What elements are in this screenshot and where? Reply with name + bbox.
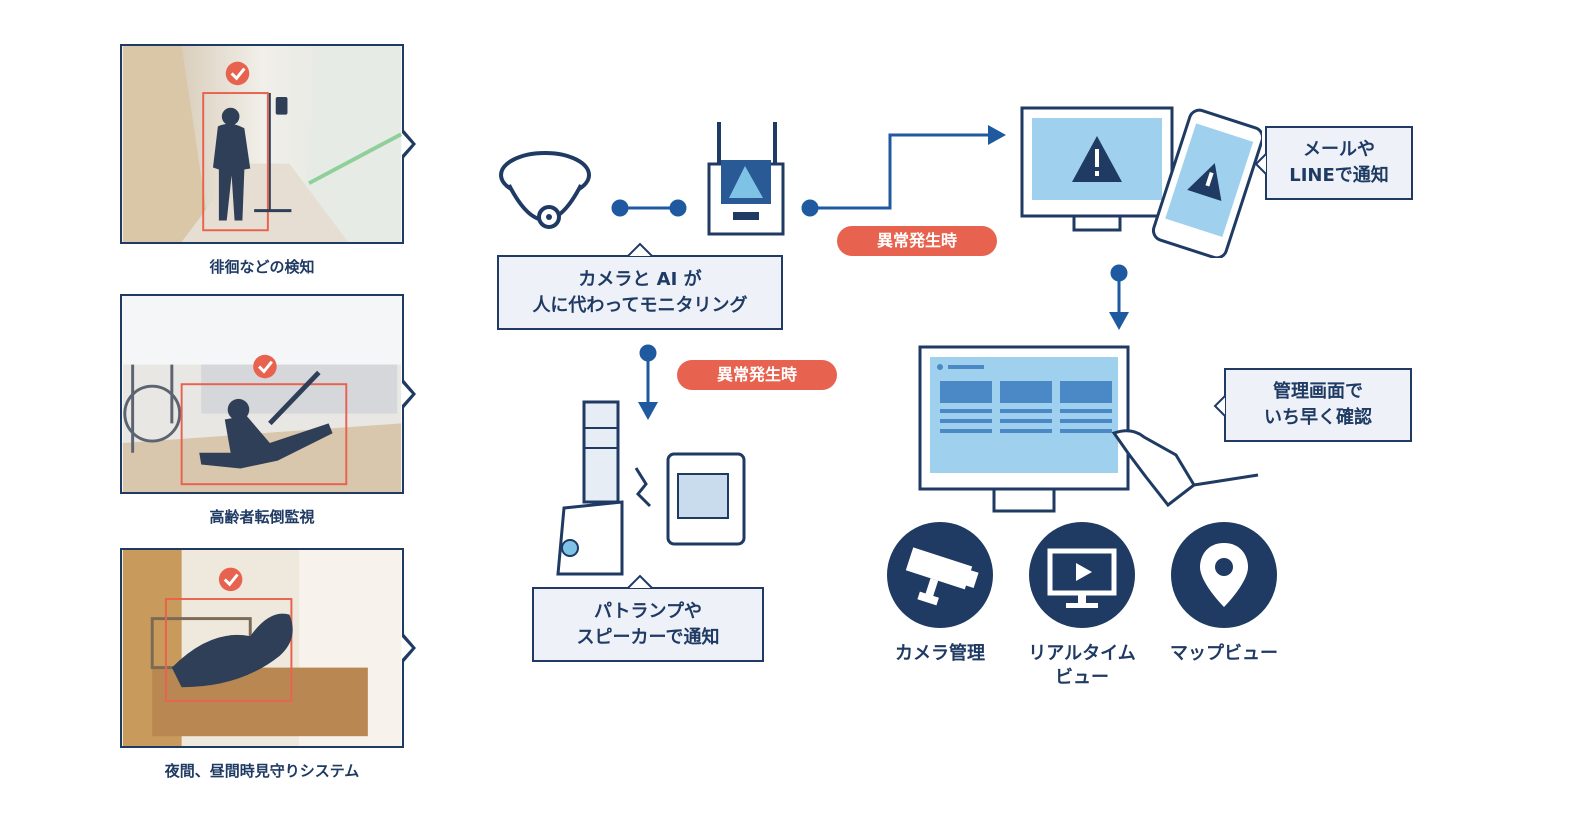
photo-caption: 徘徊などの検知 — [209, 258, 315, 276]
map-view-icon[interactable] — [1170, 521, 1278, 629]
photo-pointer — [402, 130, 416, 158]
camera-box-line2: 人に代わってモニタリング — [532, 294, 748, 316]
monitor-phone-alert-icon — [1020, 106, 1262, 258]
photo-caption: 夜間、昼間時見守りシステム — [164, 762, 360, 780]
camera-box-line1: カメラと AI が — [578, 268, 702, 290]
feature-label-map-view: マップビュー — [1170, 643, 1278, 664]
photo-pointer — [402, 634, 416, 662]
admin-screen-box: 管理画面で いち早く確認 — [1224, 368, 1412, 442]
admin-box-line1: 管理画面で — [1273, 381, 1363, 402]
mail-line-notify-box: メールや LINEで通知 — [1265, 126, 1413, 200]
patlamp-box-line1: パトランプや — [594, 600, 702, 622]
feature-label-realtime-view: リアルタイム ビュー — [1028, 643, 1136, 688]
feature-label-camera-management: カメラ管理 — [895, 643, 985, 664]
alert-badge-left: 異常発生時 — [677, 360, 837, 390]
patlamp-speaker-icon — [556, 400, 746, 576]
dome-camera-icon — [499, 151, 591, 229]
alert-badge-center: 異常発生時 — [837, 226, 997, 256]
realtime-view-icon[interactable] — [1028, 521, 1136, 629]
photo-caption: 高齢者転倒監視 — [209, 508, 315, 526]
photo-bed-monitoring — [120, 548, 404, 748]
camera-ai-monitoring-box: カメラと AI が 人に代わってモニタリング — [497, 255, 783, 330]
admin-dashboard-icon — [918, 345, 1259, 513]
photo-corridor-wandering — [120, 44, 404, 244]
patlamp-box-line2: スピーカーで通知 — [576, 626, 720, 648]
mail-box-line2: LINEで通知 — [1289, 165, 1389, 186]
mail-box-line1: メールや — [1303, 139, 1375, 160]
camera-management-icon[interactable] — [886, 521, 994, 629]
photo-pointer — [402, 380, 416, 408]
ai-gateway-icon — [707, 122, 785, 236]
patlamp-speaker-box: パトランプや スピーカーで通知 — [532, 587, 764, 662]
admin-box-line2: いち早く確認 — [1264, 407, 1372, 428]
